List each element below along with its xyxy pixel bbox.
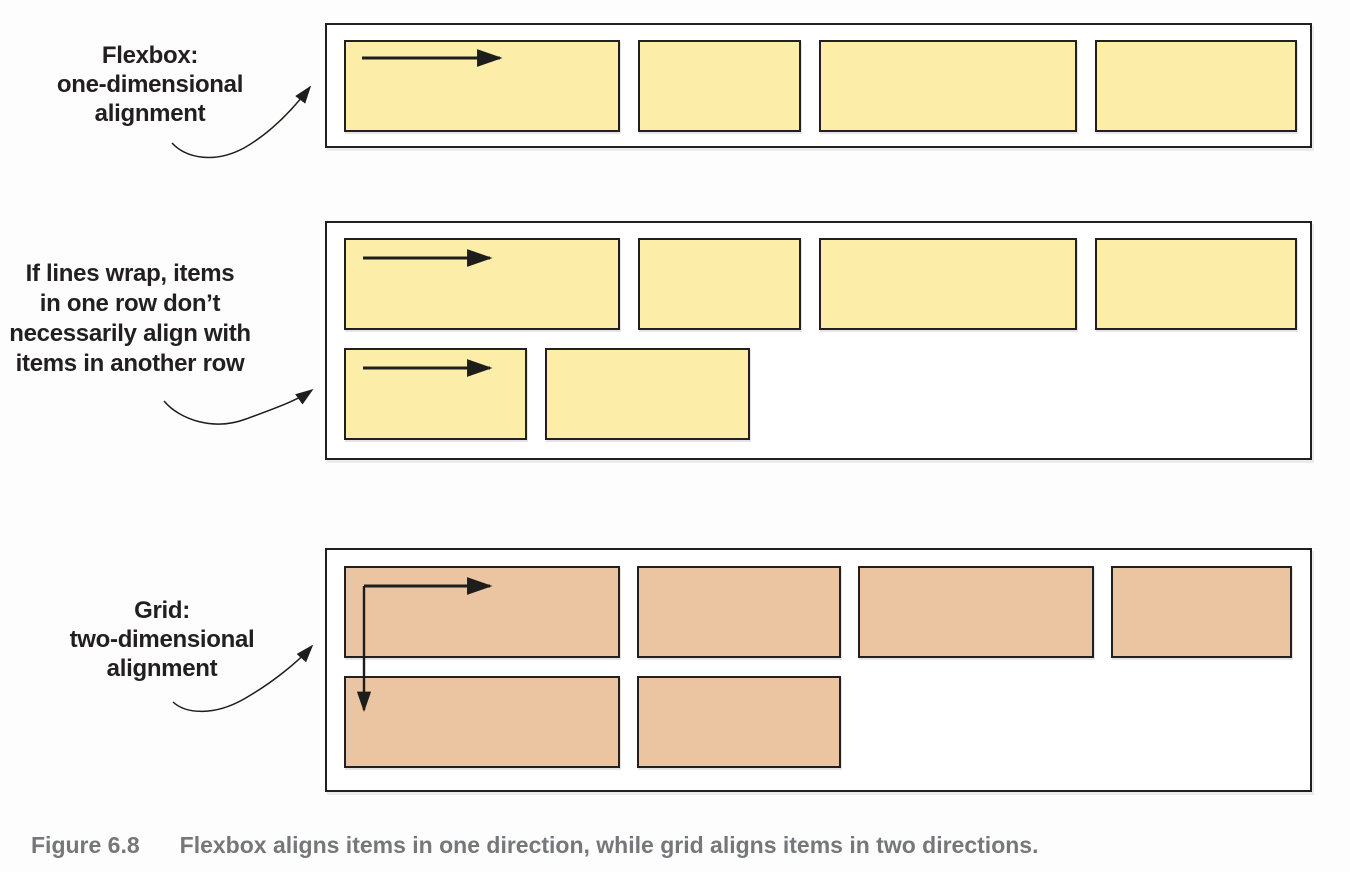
grid-item (637, 676, 841, 768)
flexbox-container (325, 23, 1312, 148)
figure-caption: Figure 6.8 Flexbox aligns items in one di… (31, 832, 1038, 859)
flex-item (1095, 238, 1297, 330)
grid-item (858, 566, 1094, 658)
figure-caption-text: Flexbox aligns items in one direction, w… (179, 832, 1039, 858)
flex-wrap-row-2 (344, 348, 1310, 440)
flex-wrap-row-1 (344, 238, 1310, 330)
flex-item (638, 40, 801, 132)
flex-item (638, 238, 801, 330)
grid-container (325, 548, 1312, 792)
flex-item (344, 40, 620, 132)
grid-label: Grid: two-dimensional alignment (69, 597, 255, 682)
flexbox-label: Flexbox: one-dimensional alignment (56, 42, 244, 127)
grid-item (344, 676, 620, 768)
grid-item (344, 566, 620, 658)
figure-number: Figure 6.8 (31, 832, 140, 858)
flex-item (344, 238, 620, 330)
flexbox-wrap-container (325, 221, 1312, 460)
flex-item (819, 238, 1077, 330)
flexbox-wrap-callout-arrow-icon (163, 388, 314, 425)
flex-item (545, 348, 750, 440)
flexbox-wrap-label: If lines wrap, items in one row don’t ne… (9, 260, 251, 377)
flex-item (819, 40, 1077, 132)
flex-item (1095, 40, 1297, 132)
grid-item (1111, 566, 1292, 658)
grid-item (637, 566, 841, 658)
flex-item (344, 348, 527, 440)
